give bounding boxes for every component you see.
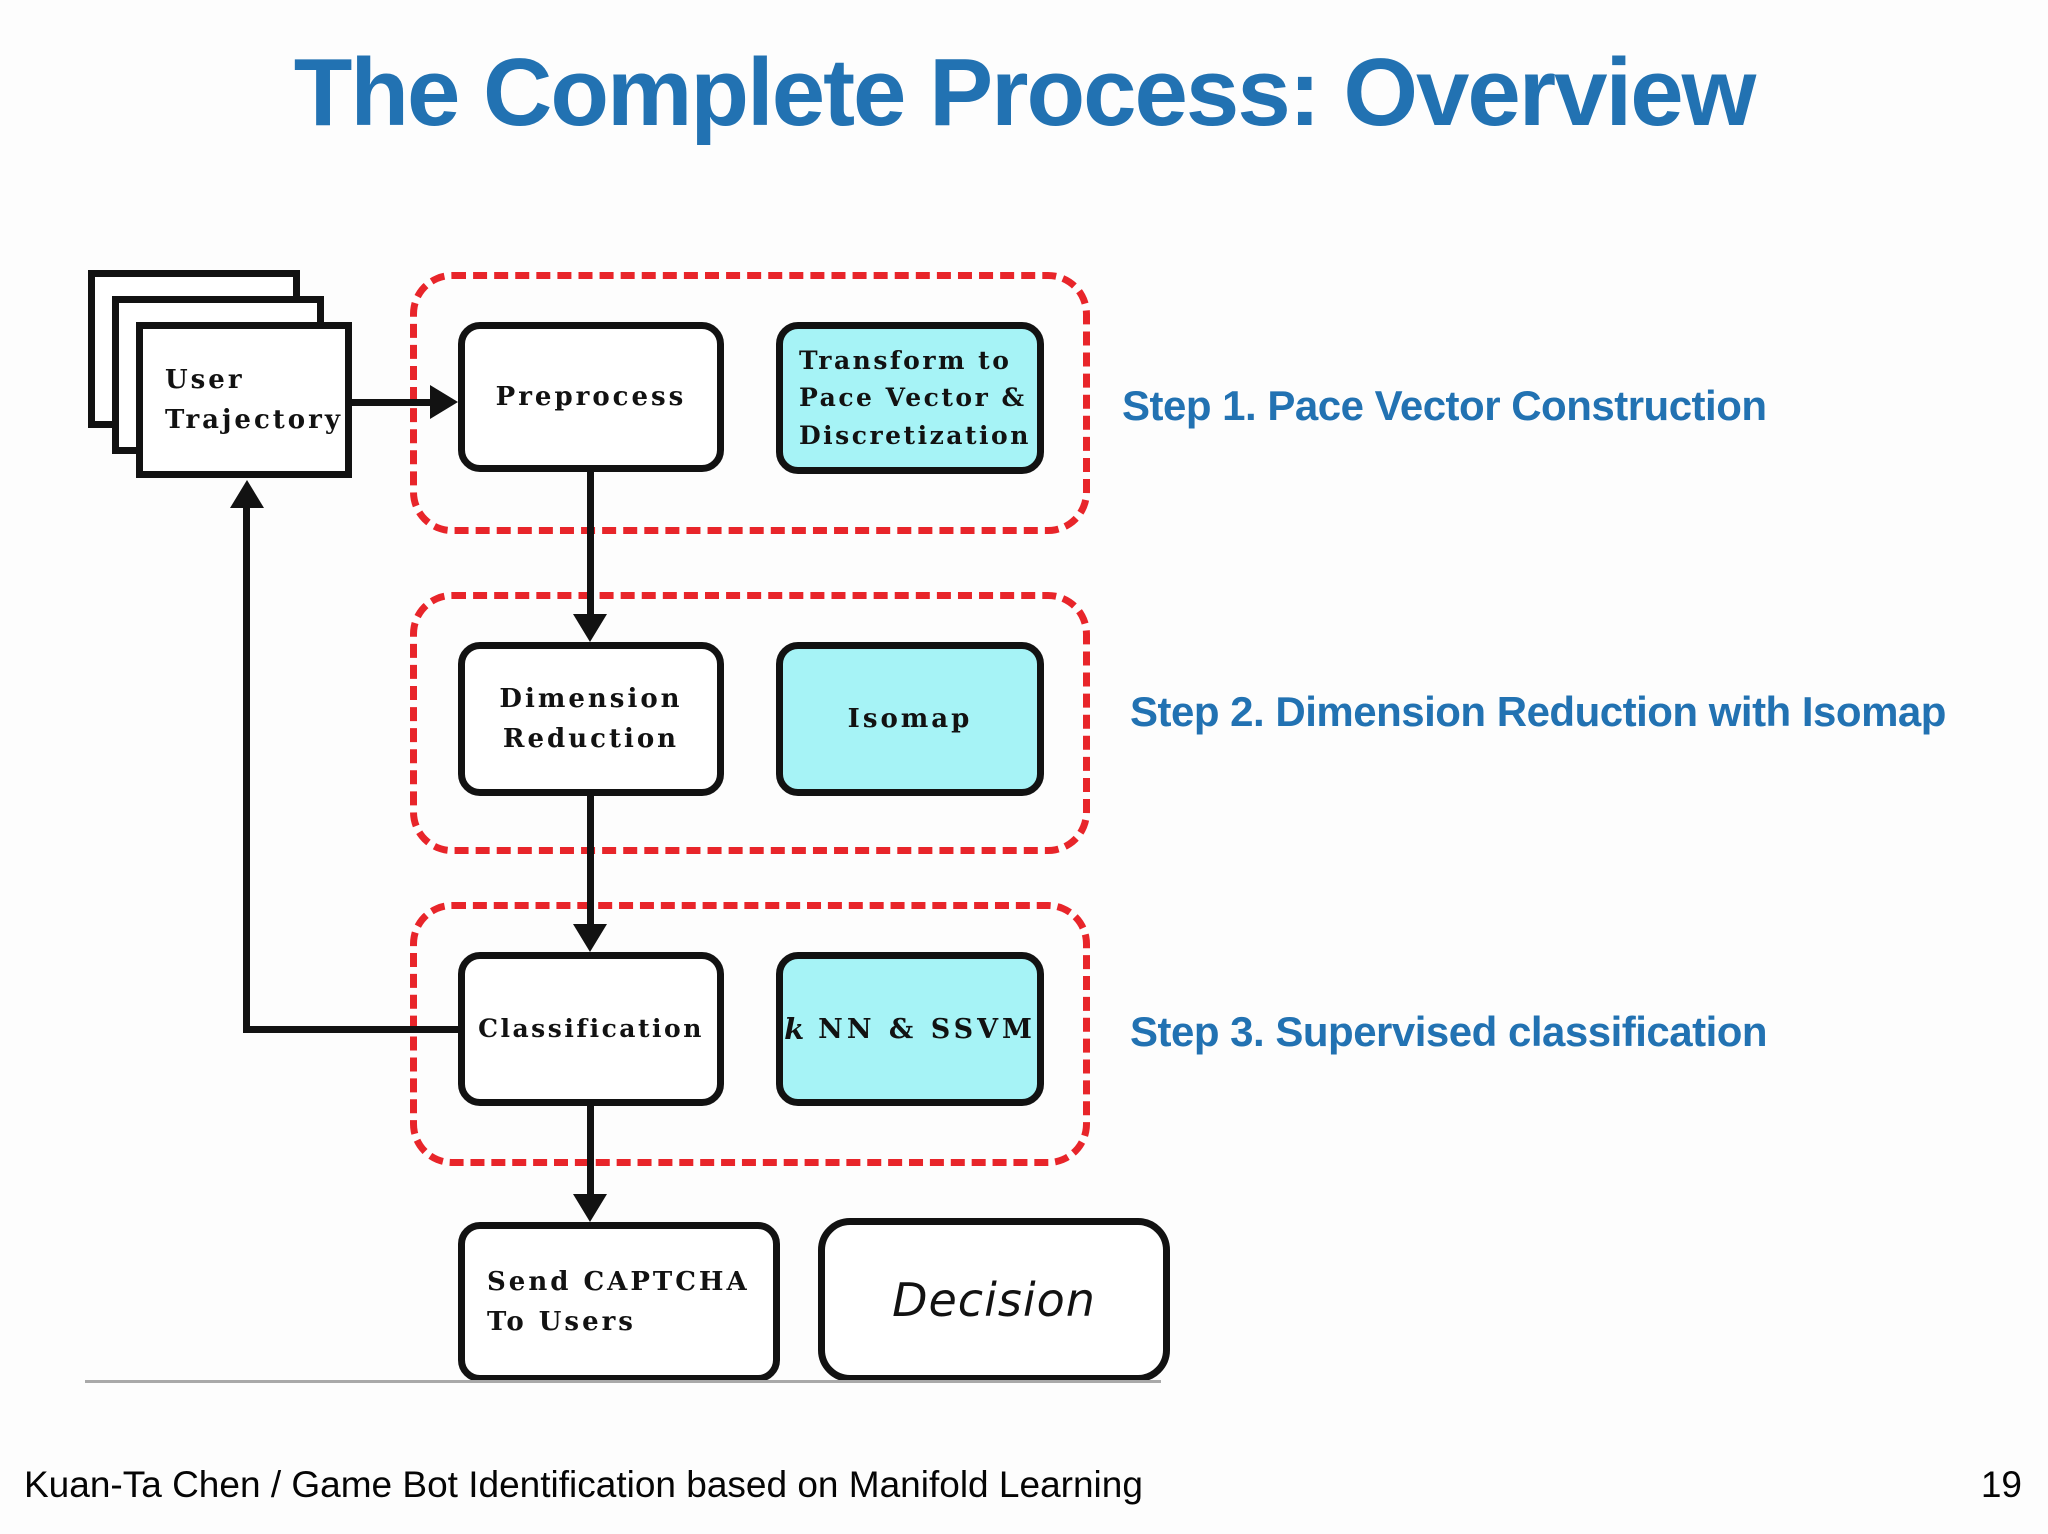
classification-label: Classification — [478, 1014, 704, 1044]
isomap-box: Isomap — [776, 642, 1044, 796]
send-captcha-line2: To Users — [487, 1307, 636, 1337]
send-captcha-box: Send CAPTCHA To Users — [458, 1222, 780, 1382]
user-trajectory-box: User Trajectory — [136, 322, 352, 478]
knn-k-symbol: k — [784, 1012, 805, 1046]
user-trajectory-line2: Trajectory — [165, 405, 343, 435]
arrowhead-into-captcha — [573, 1194, 607, 1222]
isomap-label: Isomap — [847, 703, 973, 734]
transform-line2: Pace Vector & — [799, 383, 1027, 413]
transform-line1: Transform to — [799, 345, 1012, 375]
baseline-rule — [85, 1380, 1161, 1383]
send-captcha-line1: Send CAPTCHA — [487, 1266, 750, 1297]
transform-box: Transform to Pace Vector & Discretizatio… — [776, 322, 1044, 474]
transform-line3: Discretization — [799, 420, 1031, 450]
arrowhead-into-classification — [573, 924, 607, 952]
step2-caption: Step 2. Dimension Reduction with Isomap — [1130, 688, 1946, 735]
preprocess-box: Preprocess — [458, 322, 724, 472]
footer-credit: Kuan-Ta Chen / Game Bot Identification b… — [24, 1464, 1143, 1505]
connector-trajectory-preprocess — [352, 399, 436, 406]
arrowhead-into-dimred — [573, 614, 607, 642]
step1-caption: Step 1. Pace Vector Construction — [1122, 382, 1767, 429]
dimension-reduction-line1: Dimension — [499, 683, 683, 714]
page-title: The Complete Process: Overview — [293, 39, 1757, 146]
knn-ssvm-label: NN & SSVM — [818, 1013, 1036, 1045]
feedback-horizontal-line — [243, 1026, 458, 1033]
decision-box: Decision — [818, 1218, 1170, 1382]
arrowhead-into-trajectory — [230, 480, 264, 508]
connector-classification-captcha — [587, 1106, 594, 1196]
step2-zone — [410, 592, 1090, 854]
dimension-reduction-box: Dimension Reduction — [458, 642, 724, 796]
footer-page-number: 19 — [1980, 1464, 2022, 1505]
user-trajectory-line1: User — [165, 364, 245, 395]
connector-preprocess-dimred — [587, 472, 594, 620]
arrowhead-into-preprocess — [430, 385, 458, 419]
decision-label: Decision — [892, 1273, 1096, 1327]
step3-zone — [410, 902, 1090, 1166]
knn-ssvm-box: k NN & SSVM — [776, 952, 1044, 1106]
feedback-vertical-line — [243, 506, 250, 1033]
connector-dimred-classification — [587, 796, 594, 930]
preprocess-label: Preprocess — [495, 381, 687, 412]
step3-caption: Step 3. Supervised classification — [1130, 1008, 1768, 1055]
dimension-reduction-line2: Reduction — [502, 724, 680, 754]
classification-box: Classification — [458, 952, 724, 1106]
